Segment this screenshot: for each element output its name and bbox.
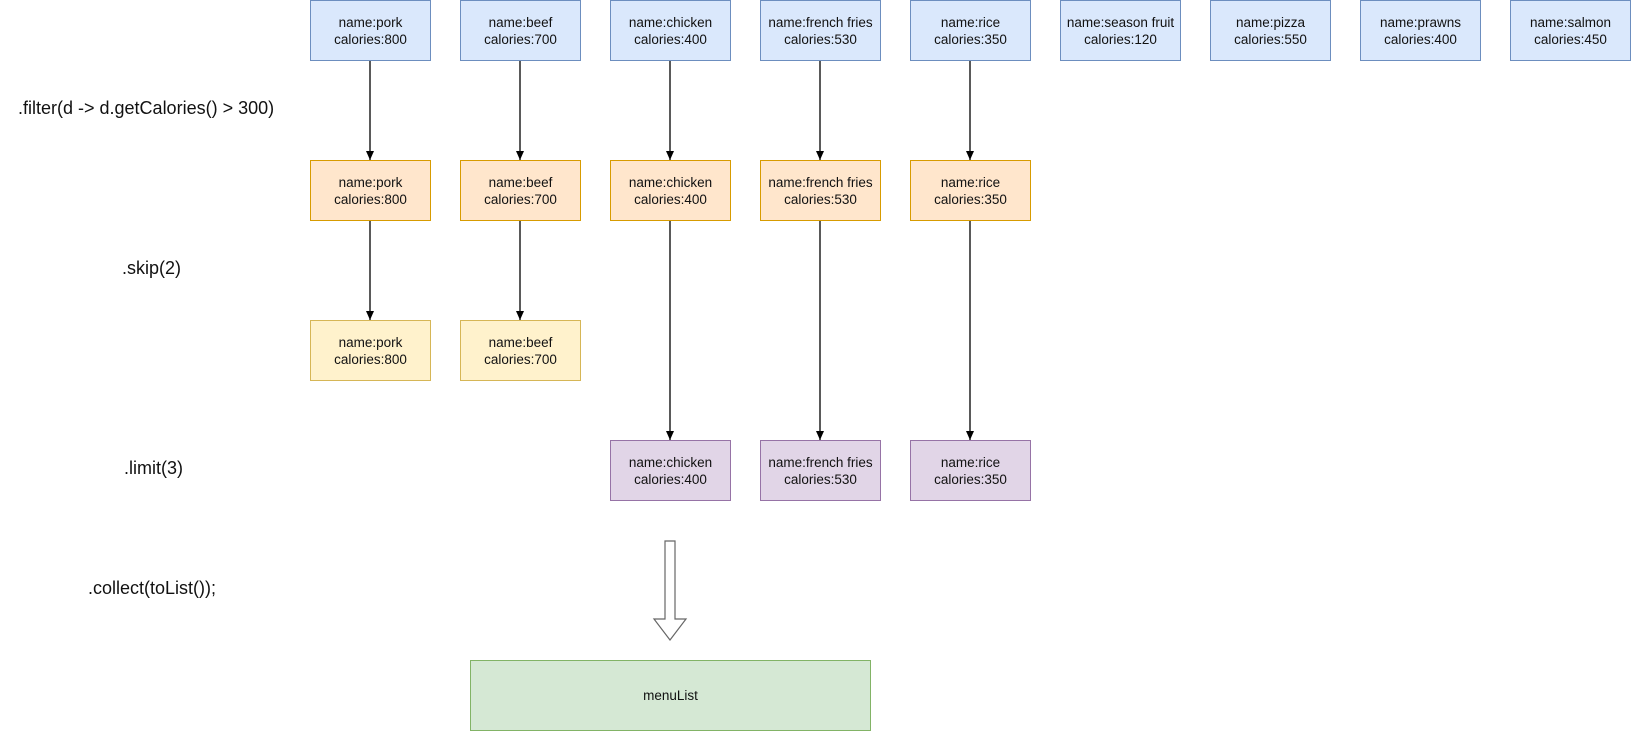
source-item-salmon: name:salmon calories:450 — [1510, 0, 1631, 61]
filtered-item-pork: name:pork calories:800 — [310, 160, 431, 221]
source-item-french-fries: name:french fries calories:530 — [760, 0, 881, 61]
item-calories: calories:400 — [1384, 31, 1457, 47]
result-menu-list: menuList — [470, 660, 871, 731]
item-calories: calories:120 — [1084, 31, 1157, 47]
item-name: name:chicken — [628, 454, 713, 470]
filtered-item-rice: name:rice calories:350 — [910, 160, 1031, 221]
item-calories: calories:450 — [1534, 31, 1607, 47]
item-calories: calories:350 — [934, 31, 1007, 47]
item-calories: calories:400 — [634, 471, 707, 487]
item-name: name:rice — [940, 174, 1001, 190]
item-name: name:french fries — [768, 174, 873, 190]
item-name: name:pizza — [1235, 14, 1306, 30]
item-name: name:pork — [338, 334, 403, 350]
item-name: name:french fries — [768, 14, 873, 30]
limit-stage-label: .limit(3) — [124, 458, 183, 478]
item-calories: calories:800 — [334, 191, 407, 207]
limited-item-rice: name:rice calories:350 — [910, 440, 1031, 501]
item-calories: calories:400 — [634, 31, 707, 47]
source-item-beef: name:beef calories:700 — [460, 0, 581, 61]
item-name: name:pork — [338, 14, 403, 30]
limited-item-french-fries: name:french fries calories:530 — [760, 440, 881, 501]
item-name: name:rice — [940, 454, 1001, 470]
skipped-item-beef: name:beef calories:700 — [460, 320, 581, 381]
item-name: name:beef — [488, 14, 553, 30]
collect-arrow — [652, 540, 688, 641]
item-calories: calories:800 — [334, 31, 407, 47]
source-item-prawns: name:prawns calories:400 — [1360, 0, 1481, 61]
item-calories: calories:530 — [784, 191, 857, 207]
item-name: name:beef — [488, 174, 553, 190]
item-name: name:prawns — [1379, 14, 1462, 30]
source-item-season-fruit: name:season fruit calories:120 — [1060, 0, 1181, 61]
item-calories: calories:700 — [484, 351, 557, 367]
item-calories: calories:400 — [634, 191, 707, 207]
collect-stage-label: .collect(toList()); — [88, 578, 217, 598]
item-calories: calories:350 — [934, 471, 1007, 487]
item-name: name:beef — [488, 334, 553, 350]
filtered-item-chicken: name:chicken calories:400 — [610, 160, 731, 221]
item-name: name:pork — [338, 174, 403, 190]
item-calories: calories:550 — [1234, 31, 1307, 47]
item-name: name:rice — [940, 14, 1001, 30]
item-name: name:chicken — [628, 174, 713, 190]
item-calories: calories:700 — [484, 191, 557, 207]
filtered-item-beef: name:beef calories:700 — [460, 160, 581, 221]
item-calories: calories:530 — [784, 471, 857, 487]
item-name: name:french fries — [768, 454, 873, 470]
item-name: name:chicken — [628, 14, 713, 30]
source-item-rice: name:rice calories:350 — [910, 0, 1031, 61]
item-calories: calories:350 — [934, 191, 1007, 207]
source-item-chicken: name:chicken calories:400 — [610, 0, 731, 61]
item-name: name:salmon — [1529, 14, 1612, 30]
source-item-pork: name:pork calories:800 — [310, 0, 431, 61]
source-item-pizza: name:pizza calories:550 — [1210, 0, 1331, 61]
limited-item-chicken: name:chicken calories:400 — [610, 440, 731, 501]
skipped-item-pork: name:pork calories:800 — [310, 320, 431, 381]
item-calories: calories:530 — [784, 31, 857, 47]
skip-stage-label: .skip(2) — [122, 258, 182, 278]
item-calories: calories:800 — [334, 351, 407, 367]
item-name: name:season fruit — [1066, 14, 1175, 30]
result-label: menuList — [643, 688, 698, 703]
filter-stage-label: .filter(d -> d.getCalories() > 300) — [18, 98, 275, 118]
filtered-item-french-fries: name:french fries calories:530 — [760, 160, 881, 221]
item-calories: calories:700 — [484, 31, 557, 47]
